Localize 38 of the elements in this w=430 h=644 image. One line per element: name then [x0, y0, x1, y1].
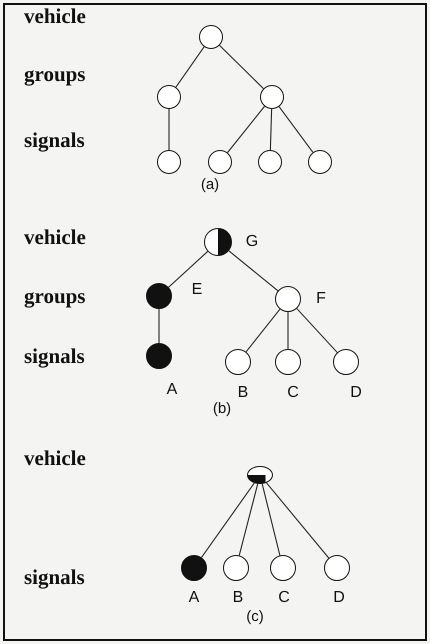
node-letter: B — [232, 589, 244, 607]
level-label: vehicle — [24, 446, 86, 471]
tree-edge — [270, 108, 272, 150]
tree-edge — [287, 312, 289, 349]
node-letter: D — [333, 589, 345, 607]
tree-edge — [278, 106, 314, 153]
node-letter: A — [188, 589, 200, 607]
node-letter: C — [287, 384, 299, 402]
tree-edge — [266, 482, 330, 558]
level-label: signals — [24, 344, 85, 369]
tree-edge — [175, 46, 205, 88]
tree-edge — [238, 484, 258, 556]
tree-edge — [296, 308, 338, 353]
node-letter: D — [350, 384, 362, 402]
tree-edge — [158, 309, 160, 343]
node-letter: B — [238, 384, 248, 402]
tree-edge — [168, 251, 208, 288]
node-letter: A — [166, 381, 178, 399]
tree-edge — [201, 482, 255, 558]
tree-edge — [246, 308, 280, 352]
node-letter: G — [246, 233, 258, 251]
panel-caption: (b) — [212, 400, 232, 417]
level-label: vehicle — [24, 4, 86, 29]
tree-edge — [227, 106, 265, 153]
tree-edge — [262, 484, 280, 556]
tree-edge — [168, 109, 170, 150]
level-label: signals — [24, 128, 85, 153]
level-label: signals — [24, 565, 85, 590]
panel-caption: (c) — [246, 608, 264, 625]
node-letter: C — [278, 589, 290, 607]
tree-edge — [219, 45, 264, 89]
tree-edge — [228, 250, 278, 292]
level-label: groups — [24, 62, 86, 87]
node-letter: E — [192, 281, 202, 299]
node-letter: F — [316, 290, 326, 308]
panel-caption: (a) — [200, 176, 220, 193]
level-label: vehicle — [24, 225, 86, 250]
level-label: groups — [24, 284, 86, 309]
